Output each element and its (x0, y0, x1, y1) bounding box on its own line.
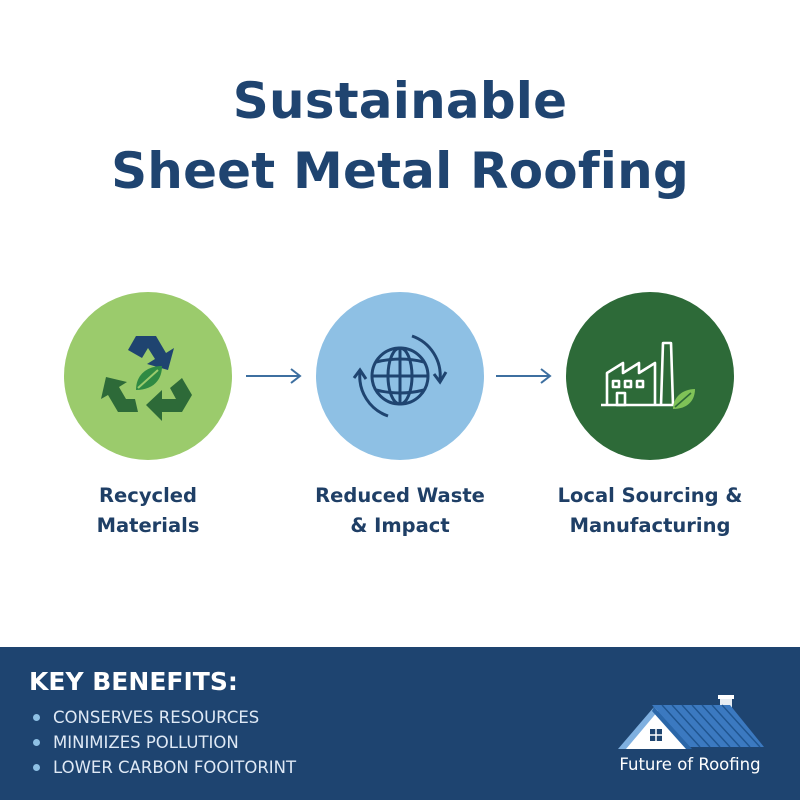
bullet-icon (33, 714, 40, 721)
arrow-right-icon (496, 368, 552, 384)
benefit-text: CONSERVES RESOURCES (53, 708, 260, 727)
step-label-line-1: Local Sourcing & (557, 484, 743, 507)
benefit-text: MINIMIZES POLLUTION (53, 733, 239, 752)
bullet-icon (33, 764, 40, 771)
step-label-line-1: Reduced Waste (315, 484, 485, 507)
factory-leaf-icon (601, 341, 695, 409)
step-label-local-sourcing: Local Sourcing & Manufacturing (530, 481, 770, 541)
list-item: MINIMIZES POLLUTION (30, 730, 296, 755)
globe-cycle-icon (352, 334, 448, 418)
reduced-waste-circle (316, 292, 484, 460)
step-label-line-1: Recycled (99, 484, 197, 507)
key-benefits-title: KEY BENEFITS: (29, 667, 238, 696)
title-line-1: Sustainable (232, 72, 568, 130)
step-label-line-2: & Impact (350, 514, 450, 537)
list-item: CONSERVES RESOURCES (30, 705, 296, 730)
title-line-2: Sheet Metal Roofing (111, 142, 689, 200)
step-label-reduced-waste: Reduced Waste & Impact (280, 481, 520, 541)
benefit-text: LOWER CARBON FOOITORINT (53, 758, 297, 777)
local-sourcing-circle (566, 292, 734, 460)
house-roof-icon (618, 695, 764, 749)
recycle-icon (101, 336, 192, 421)
logo-text: Future of Roofing (619, 755, 761, 774)
step-label-line-2: Materials (96, 514, 200, 537)
list-item: LOWER CARBON FOOITORINT (30, 755, 296, 780)
step-label-line-2: Manufacturing (569, 514, 731, 537)
benefits-list: CONSERVES RESOURCES MINIMIZES POLLUTION … (30, 705, 296, 780)
bullet-icon (33, 739, 40, 746)
step-label-recycled: Recycled Materials (28, 481, 268, 541)
arrow-right-icon (246, 368, 302, 384)
recycled-materials-circle (64, 292, 232, 460)
key-benefits-panel: KEY BENEFITS: CONSERVES RESOURCES MINIMI… (0, 647, 800, 800)
page-title: Sustainable Sheet Metal Roofing (0, 66, 800, 206)
